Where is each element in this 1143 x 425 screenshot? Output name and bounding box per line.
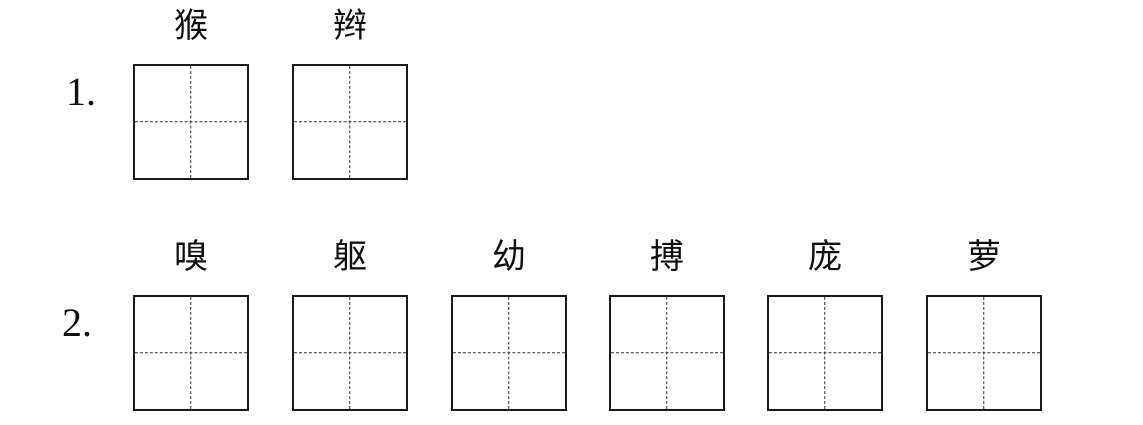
writing-grid-1-2 (292, 64, 408, 180)
char-label-2-2: 躯 (333, 237, 367, 277)
char-label-2-6: 萝 (967, 237, 1001, 277)
char-label-2-5: 庞 (808, 237, 842, 277)
row-2-number: 2. (62, 300, 92, 345)
writing-grid-2-6 (926, 295, 1042, 411)
char-label-1-2: 辫 (333, 6, 367, 46)
char-label-2-1: 嗅 (174, 237, 208, 277)
writing-grid-1-1 (133, 64, 249, 180)
writing-grid-2-3 (451, 295, 567, 411)
char-label-1-1: 猴 (174, 6, 208, 46)
row-1-number: 1. (66, 69, 96, 114)
writing-grid-2-2 (292, 295, 408, 411)
writing-grid-2-1 (133, 295, 249, 411)
char-label-2-4: 搏 (650, 237, 684, 277)
writing-grid-2-4 (609, 295, 725, 411)
writing-grid-2-5 (767, 295, 883, 411)
char-label-2-3: 幼 (492, 237, 526, 277)
